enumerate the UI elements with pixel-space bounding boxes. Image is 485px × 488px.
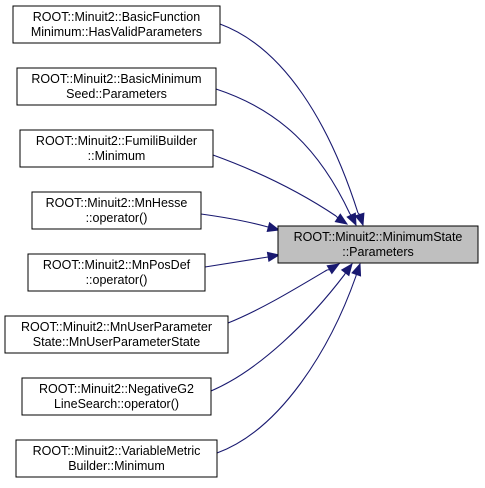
caller-node-variable-metric-builder[interactable]: ROOT::Minuit2::VariableMetric Builder::M… [15, 439, 218, 478]
call-edge [219, 23, 359, 214]
node-label-line2: ::Minimum [88, 149, 146, 163]
caller-node-basic-minimum-seed[interactable]: ROOT::Minuit2::BasicMinimum Seed::Parame… [16, 67, 217, 106]
node-label-line1: ROOT::Minuit2::BasicFunction [33, 10, 200, 24]
caller-node-mn-user-parameter-state[interactable]: ROOT::Minuit2::MnUserParameter State::Mn… [4, 315, 229, 354]
node-label-line2: ::operator() [86, 211, 148, 225]
node-label-line1: ROOT::Minuit2::NegativeG2 [39, 382, 194, 396]
caller-node-fumili-builder[interactable]: ROOT::Minuit2::FumiliBuilder ::Minimum [19, 129, 214, 168]
node-label-line1: ROOT::Minuit2::FumiliBuilder [36, 134, 197, 148]
node-label-line2: ::operator() [86, 273, 148, 287]
caller-node-mn-hesse[interactable]: ROOT::Minuit2::MnHesse ::operator() [31, 191, 202, 230]
call-edge [210, 273, 346, 392]
call-edge [216, 275, 357, 454]
caller-node-mn-pos-def[interactable]: ROOT::Minuit2::MnPosDef ::operator() [27, 253, 206, 292]
target-label-line1: ROOT::Minuit2::MinimumState [294, 230, 463, 244]
node-label-line2: Minimum::HasValidParameters [31, 25, 202, 39]
call-edge [200, 213, 269, 228]
call-edge [227, 269, 328, 324]
call-edge [204, 256, 269, 268]
arrowhead [354, 212, 365, 227]
arrowhead [351, 262, 362, 277]
node-label-line1: ROOT::Minuit2::MnHesse [46, 196, 188, 210]
node-label-line2: Builder::Minimum [68, 459, 165, 473]
arrowhead [266, 251, 281, 263]
node-label-line2: LineSearch::operator() [54, 397, 179, 411]
node-label-line1: ROOT::Minuit2::MnUserParameter [21, 320, 212, 334]
arrowhead [346, 212, 357, 227]
call-edge [212, 154, 337, 217]
target-node-minimum-state-parameters[interactable]: ROOT::Minuit2::MinimumState ::Parameters [277, 225, 479, 264]
node-label-line1: ROOT::Minuit2::MnPosDef [43, 258, 191, 272]
node-label-line2: State::MnUserParameterState [33, 335, 200, 349]
node-label-line1: ROOT::Minuit2::BasicMinimum [31, 72, 201, 86]
target-label-line2: ::Parameters [342, 245, 414, 259]
caller-node-basic-function-minimum[interactable]: ROOT::Minuit2::BasicFunction Minimum::Ha… [12, 5, 221, 44]
arrowhead [334, 213, 349, 225]
arrowhead [326, 263, 341, 275]
node-label-line2: Seed::Parameters [66, 87, 167, 101]
arrowhead [340, 262, 353, 277]
caller-node-negative-g2-line-search[interactable]: ROOT::Minuit2::NegativeG2 LineSearch::op… [21, 377, 212, 416]
edges [200, 23, 365, 454]
node-label-line1: ROOT::Minuit2::VariableMetric [33, 444, 201, 458]
call-edge [215, 88, 351, 215]
arrowhead [266, 221, 281, 233]
